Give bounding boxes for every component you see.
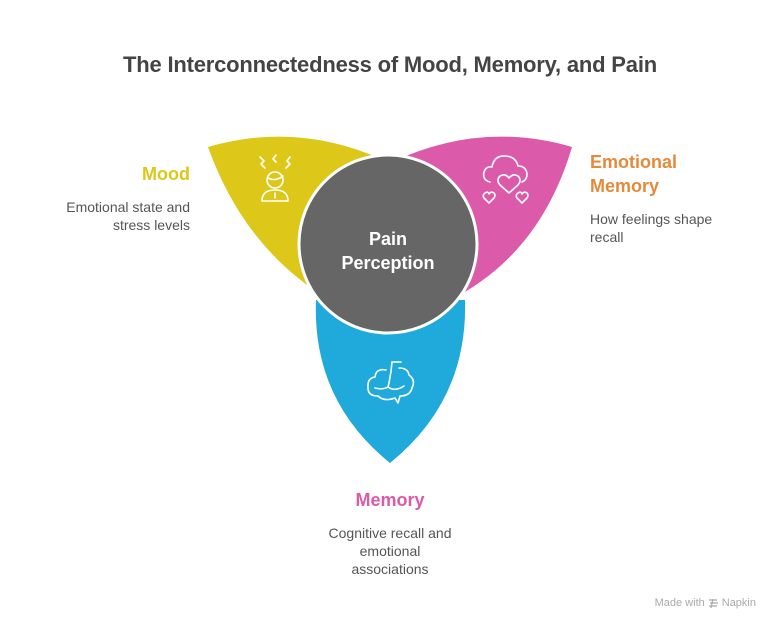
emotional-memory-description: How feelings shape recall [590,210,750,246]
napkin-brand-text: Napkin [721,597,756,609]
center-label-line1: Pain [368,229,407,249]
napkin-watermark[interactable]: Made with Napkin [655,597,756,609]
emotional-memory-heading-line2: Memory [590,176,660,196]
emotional-memory-description-line2: recall [590,229,624,245]
mood-description: Emotional state and stress levels [30,198,190,234]
pain-perception-circle [297,153,479,335]
memory-petal [315,300,466,463]
emotional-memory-label-block: Emotional Memory How feelings shape reca… [590,150,750,246]
memory-description-line3: associations [351,561,429,577]
diagram-title: The Interconnectedness of Mood, Memory, … [123,52,657,77]
brain-icon [367,361,415,404]
mood-description-line2: stress levels [112,217,190,233]
memory-description-line2: emotional [359,543,421,559]
emotional-memory-heading: Emotional Memory [590,150,750,198]
memory-label-block: Memory Cognitive recall and emotional as… [290,488,490,578]
made-with-text: Made with [654,597,705,609]
napkin-logo-icon [708,598,718,608]
emotional-memory-heading-line1: Emotional [590,152,678,172]
stressed-person-icon [259,154,291,202]
memory-description: Cognitive recall and emotional associati… [290,524,490,578]
memory-description-line1: Cognitive recall and [328,525,452,541]
mood-label-block: Mood Emotional state and stress levels [30,162,190,234]
mood-description-line1: Emotional state and [66,199,190,215]
pain-perception-label: Pain Perception [300,227,476,275]
memory-heading: Memory [355,490,425,510]
mood-heading: Mood [142,164,190,184]
cloud-hearts-icon [482,155,529,204]
center-label-line2: Perception [341,253,435,273]
emotional-memory-description-line1: How feelings shape [590,211,713,227]
